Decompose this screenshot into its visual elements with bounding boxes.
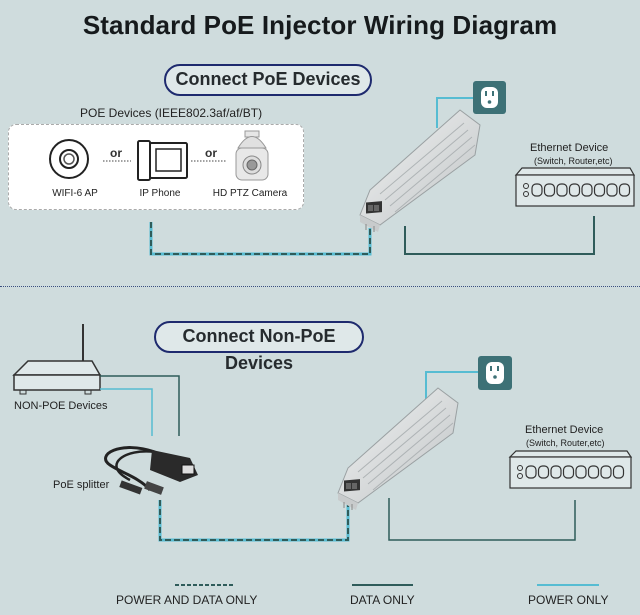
legend-label-data-only: DATA ONLY: [350, 593, 415, 607]
or-separator: or: [110, 146, 122, 160]
switch-port: [612, 465, 625, 479]
switch-port: [593, 183, 606, 197]
legend-label-power-only: POWER ONLY: [528, 593, 609, 607]
power-outlet-icon: [478, 356, 512, 390]
ethernet-switch-icon: [508, 450, 633, 489]
ethernet-device-subtitle: (Switch, Router,etc): [526, 438, 605, 448]
wifi-ap-icon: [49, 139, 89, 179]
section-heading-poe: Connect PoE Devices: [164, 64, 372, 96]
or-separator: or: [205, 146, 217, 160]
ethernet-switch-icon: [514, 167, 636, 207]
switch-port: [550, 465, 562, 479]
wire-power-only: [436, 97, 473, 128]
poe-devices-caption: POE Devices (IEEE802.3af/af/BT): [80, 106, 263, 120]
switch-port: [600, 465, 612, 479]
wire-data-only: [100, 375, 180, 436]
ip-phone-icon: [137, 140, 188, 181]
router-icon: [12, 324, 102, 395]
device-label-ptz-camera: HD PTZ Camera: [212, 188, 288, 199]
ethernet-device-subtitle: (Switch, Router,etc): [534, 156, 613, 166]
switch-port: [575, 465, 587, 479]
wire-data-only: [404, 216, 595, 255]
poe-injector-icon: [359, 109, 481, 232]
switch-port: [556, 183, 568, 197]
device-label-ip-phone: IP Phone: [139, 188, 181, 199]
wire-power-only: [425, 371, 478, 404]
poe-injector-icon: [337, 387, 459, 510]
power-outlet-icon: [473, 81, 506, 114]
switch-port: [581, 183, 593, 197]
diagram-title: Standard PoE Injector Wiring Diagram: [82, 10, 558, 40]
wire-power-and-data: [149, 222, 372, 256]
ethernet-device-title: Ethernet Device: [530, 142, 609, 154]
switch-port: [587, 465, 600, 479]
section-divider: [0, 286, 640, 287]
switch-port: [562, 465, 575, 479]
wire-power-only: [100, 388, 153, 436]
device-label-wifi-ap: WIFI-6 AP: [52, 188, 98, 199]
wire-power-and-data: [158, 500, 350, 542]
switch-port: [525, 465, 537, 479]
ptz-camera-icon: [235, 130, 269, 181]
legend-label-power-and-data: POWER AND DATA ONLY: [116, 593, 258, 607]
non-poe-devices-label: NON-POE Devices: [14, 400, 108, 412]
switch-port: [543, 183, 556, 197]
poe-splitter-icon: [104, 446, 198, 495]
wire-data-only: [388, 498, 576, 541]
switch-port: [568, 183, 581, 197]
poe-splitter-label: PoE splitter: [53, 479, 110, 491]
switch-port: [537, 465, 550, 479]
ethernet-device-title: Ethernet Device: [525, 424, 604, 436]
switch-port: [531, 183, 543, 197]
section-heading-non-poe: Connect Non-PoE Devices: [154, 321, 364, 373]
switch-port: [606, 183, 618, 197]
switch-port: [618, 183, 631, 197]
